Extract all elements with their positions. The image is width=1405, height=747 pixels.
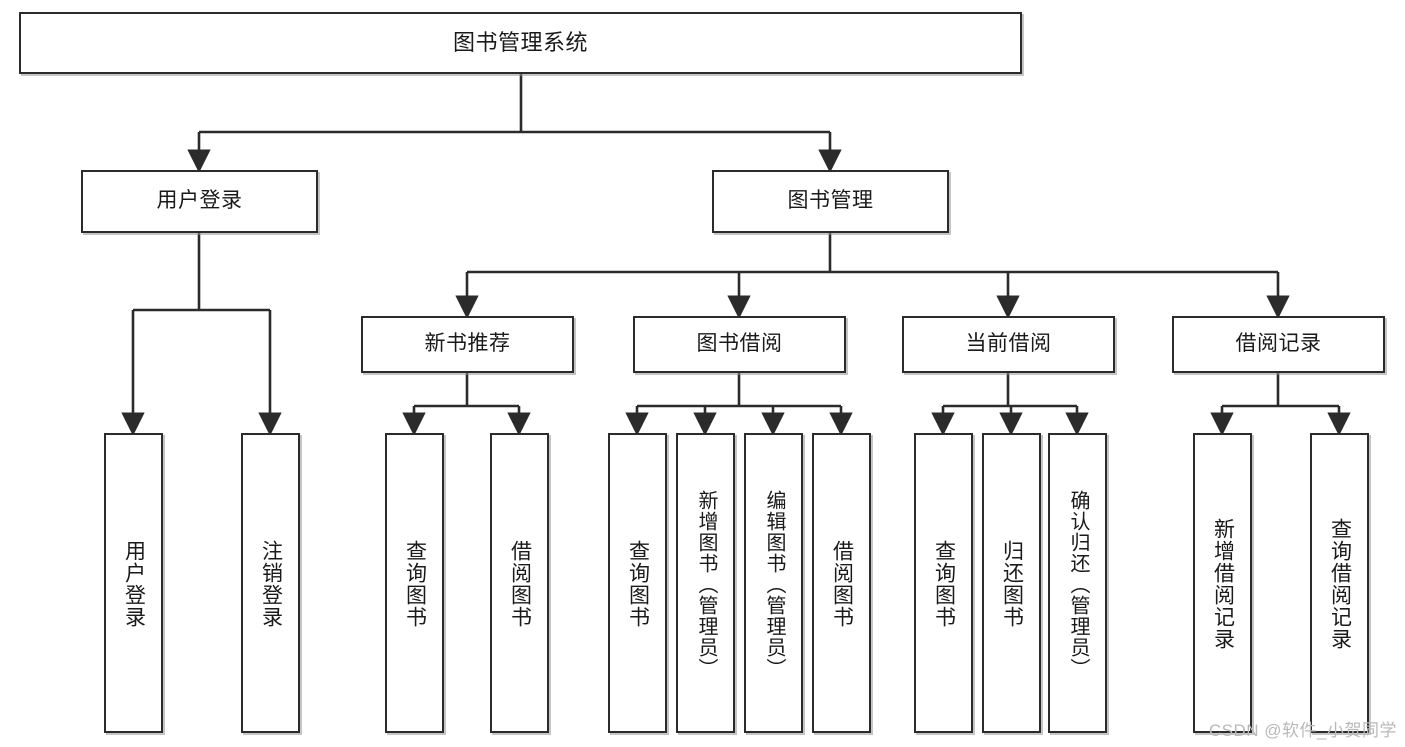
node-book-borrow[interactable]: 图书借阅 xyxy=(633,316,846,373)
leaf-add-book-label: 新增图书（管理员） xyxy=(695,489,717,679)
leaf-return-book[interactable]: 归还图书 xyxy=(982,433,1041,733)
leaf-query-book-3[interactable]: 查询图书 xyxy=(914,433,973,733)
leaf-borrow-book-2-label: 借阅图书 xyxy=(830,540,854,628)
leaf-query-book-1[interactable]: 查询图书 xyxy=(385,433,444,733)
node-borrow-record-label: 借阅记录 xyxy=(1235,332,1322,356)
leaf-edit-book-label: 编辑图书（管理员） xyxy=(763,489,785,679)
leaf-add-book[interactable]: 新增图书（管理员） xyxy=(676,433,735,733)
node-book-borrow-label: 图书借阅 xyxy=(696,332,783,356)
node-current-borrow[interactable]: 当前借阅 xyxy=(902,316,1115,373)
leaf-borrow-book-1[interactable]: 借阅图书 xyxy=(490,433,549,733)
node-borrow-record[interactable]: 借阅记录 xyxy=(1172,316,1385,373)
leaf-query-book-1-label: 查询图书 xyxy=(403,540,427,628)
leaf-query-record[interactable]: 查询借阅记录 xyxy=(1310,433,1369,733)
leaf-logout[interactable]: 注销登录 xyxy=(241,433,300,733)
node-root-label: 图书管理系统 xyxy=(452,30,588,56)
leaf-query-record-label: 查询借阅记录 xyxy=(1328,518,1352,650)
leaf-logout-label: 注销登录 xyxy=(259,540,283,628)
node-book-manage-label: 图书管理 xyxy=(787,189,874,213)
node-user-login[interactable]: 用户登录 xyxy=(81,170,318,233)
node-new-book-rec[interactable]: 新书推荐 xyxy=(361,316,574,373)
node-user-login-label: 用户登录 xyxy=(156,189,243,213)
leaf-borrow-book-2[interactable]: 借阅图书 xyxy=(812,433,871,733)
leaf-confirm-return-label: 确认归还（管理员） xyxy=(1067,489,1089,679)
node-root[interactable]: 图书管理系统 xyxy=(19,12,1022,74)
leaf-query-book-2-label: 查询图书 xyxy=(626,540,650,628)
leaf-query-book-2[interactable]: 查询图书 xyxy=(608,433,667,733)
node-new-book-rec-label: 新书推荐 xyxy=(424,332,511,356)
csdn-watermark: CSDN @软件_小贺同学 xyxy=(1208,721,1397,740)
leaf-user-login-label: 用户登录 xyxy=(122,540,146,628)
leaf-confirm-return[interactable]: 确认归还（管理员） xyxy=(1048,433,1107,733)
leaf-edit-book[interactable]: 编辑图书（管理员） xyxy=(744,433,803,733)
leaf-user-login[interactable]: 用户登录 xyxy=(104,433,163,733)
leaf-add-record-label: 新增借阅记录 xyxy=(1211,518,1235,650)
leaf-return-book-label: 归还图书 xyxy=(1000,540,1024,628)
leaf-query-book-3-label: 查询图书 xyxy=(932,540,956,628)
leaf-add-record[interactable]: 新增借阅记录 xyxy=(1193,433,1252,733)
node-current-borrow-label: 当前借阅 xyxy=(965,332,1052,356)
leaf-borrow-book-1-label: 借阅图书 xyxy=(508,540,532,628)
node-book-manage[interactable]: 图书管理 xyxy=(712,170,949,233)
